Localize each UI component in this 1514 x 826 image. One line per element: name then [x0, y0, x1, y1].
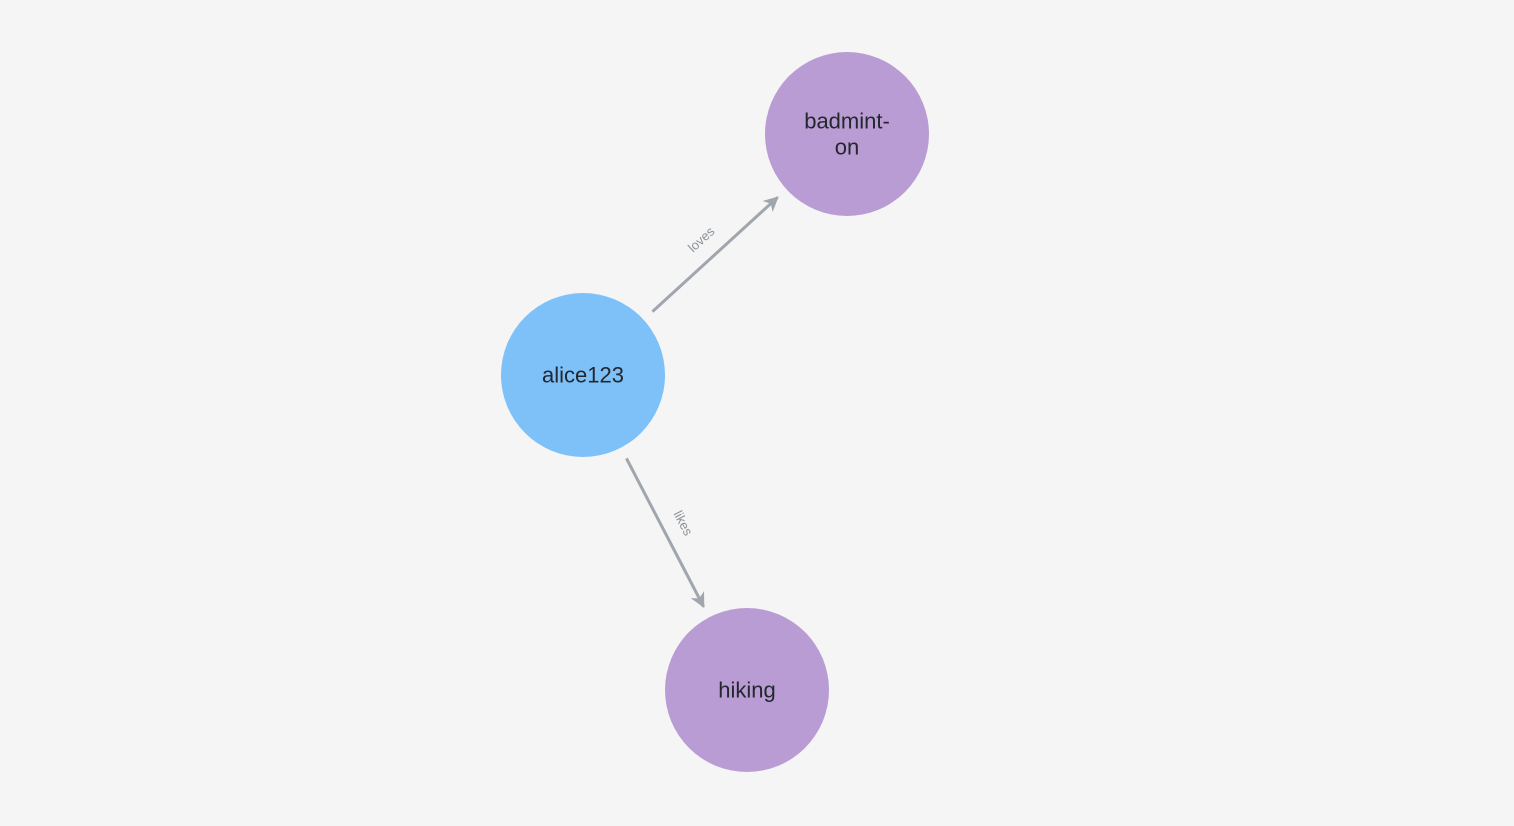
edge-alice123-loves-badminton[interactable]: [651, 196, 779, 313]
node-alice123[interactable]: [501, 293, 665, 457]
edge-label-loves: loves: [685, 223, 718, 255]
edge-label-likes: likes: [671, 508, 697, 538]
edge-alice123-likes-hiking[interactable]: [625, 457, 705, 608]
node-badminton[interactable]: [765, 52, 929, 216]
node-hiking[interactable]: [665, 608, 829, 772]
